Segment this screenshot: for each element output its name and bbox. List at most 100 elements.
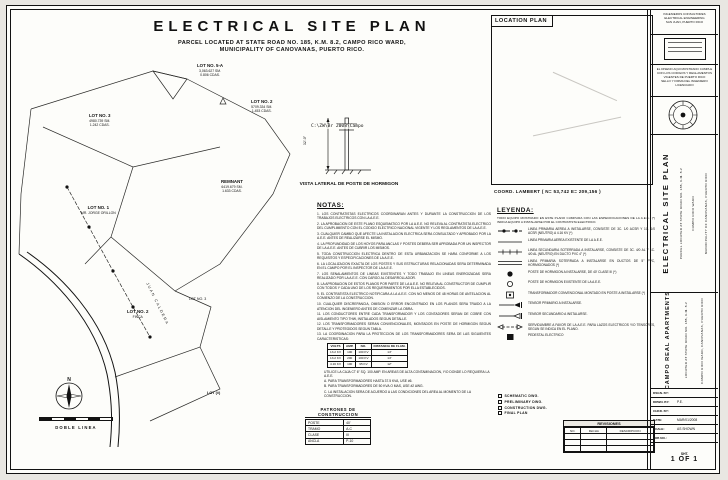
location-plan-label: LOCATION PLAN — [492, 16, 554, 27]
lot-label-hash: LOT (#) — [207, 391, 221, 395]
approval-stamp — [663, 38, 706, 60]
field-label: DSGN. BY: — [653, 391, 669, 395]
field-label: SCALE: — [653, 427, 665, 431]
notes-section: NOTAS: 1. LOS CONTRATISTAS ELECTRICOS CO… — [317, 202, 491, 399]
note-item: 6. LA LOCALIZACION EXACTA DE LOS POSTES … — [317, 262, 491, 271]
lot-label-2-finca: LOT NO. 2 FINCA — [127, 309, 149, 319]
field-value: P.E. — [677, 400, 683, 404]
legend-item: POSTE DE HORMIGON EXISTENTE DE LA A.E.E. — [497, 280, 655, 288]
lot-label-3: LOT NO. 3 4980.739 SM. 1.242 CDAS. — [89, 113, 111, 127]
scale-segment — [40, 418, 52, 420]
legend-item-text: TENSOR SECUNDARIO A INSTALARSE. — [528, 311, 588, 316]
page-subtitle-2: MUNICIPALITY OF CANOVANAS, PUERTO RICO. — [219, 47, 365, 53]
certification-line: SELLO Y FIRMA DEL INGENIERO — [661, 79, 708, 84]
location-plan-box: LOCATION PLAN — [491, 15, 653, 185]
titleblock-field-row: SCALE: AS SHOWN — [651, 425, 718, 434]
titleblock-field-row: DATE:MAR/01/2008 — [651, 416, 718, 425]
note-item: 5. TODA CONSTRUCCION ELECTRICA DENTRO DE… — [317, 252, 491, 261]
field-label: DATE: — [653, 418, 663, 422]
lot-label-5a: LOT NO. 5-A 3,063.627 SM. 0.806 CDAS. — [197, 63, 224, 77]
pole-dimension-label: 32'-0" — [303, 136, 307, 146]
lot-label-1: LOT NO. 1 MR. JORGE ORILLON — [81, 205, 116, 215]
pole-view-caption: VISTA LATERAL DE POSTE DE HORMIGON — [299, 182, 399, 187]
note-item: 10. CUALQUIER DISCREPANCIA, OMISION O ER… — [317, 302, 491, 311]
legend-item-text: LINEA PRIMARIA AEREA A INSTALARSE, CONSI… — [528, 227, 655, 236]
status-checkbox-row: FINAL PLAN — [498, 411, 568, 416]
legend-list: LINEA PRIMARIA AEREA A INSTALARSE, CONSI… — [497, 227, 655, 341]
firm-line: SAN JUAN, PUERTO RICO — [665, 20, 704, 25]
approval-stamp-area — [651, 35, 718, 65]
legend-item-text: LINEA PRIMARIA SOTERRADA A INSTALARSE EN… — [528, 259, 655, 267]
checkbox-label: PRELIMINARY DWG. — [504, 399, 543, 404]
notes-heading: NOTAS: — [317, 202, 345, 209]
titleblock-divider — [647, 9, 648, 470]
checkbox-icon — [498, 399, 502, 404]
legend-section: LEYENDA: TODO EQUIPO MOSTRADO EN ESTE PL… — [497, 207, 655, 344]
patterns-cell: P-10 — [343, 437, 371, 445]
legend-item: LINEA PRIMARIA SOTERRADA A INSTALARSE EN… — [497, 259, 655, 267]
status-checkbox-row: PRELIMINARY DWG. — [498, 399, 568, 404]
checkbox-icon — [498, 411, 502, 416]
secondary-line-new-icon — [497, 248, 525, 256]
field-label: CHKD. BY: — [653, 409, 669, 413]
patterns-cell: ANCLA — [304, 437, 345, 445]
scale-segment — [76, 418, 88, 420]
pole-existing-icon — [497, 280, 525, 288]
guy-secondary-icon — [497, 312, 525, 320]
legend-item-text: TRANSFORMADOR CONVENCIONAL MONTADO EN PO… — [528, 290, 646, 295]
revisions-cell — [606, 445, 654, 452]
titleblock-field-row: CHKD. BY: — [651, 407, 718, 416]
site-plan-drawing — [18, 70, 291, 448]
legend-item: LINEA PRIMARIA AEREA EXISTENTE DE LA A.E… — [497, 238, 655, 246]
vertical-project-sub1: LOCATED AT STATE ROAD NO. 185, K.M. 8.2 — [683, 302, 688, 379]
scale-segment — [52, 418, 64, 420]
legend-item: SERVIDUMBRE A FAVOR DE LA A.E.E. PARA LA… — [497, 323, 655, 331]
lambert-coordinates: COORD. LAMBERT ( N= 53,742 E= 209,156 ) — [494, 189, 601, 194]
note-item: 11. LOS CONDUCTORES ENTRE CADA TRANSFORM… — [317, 312, 491, 321]
sheet-title-section: ELECTRICAL SITE PLAN PARCEL LOCATED AT S… — [651, 135, 718, 293]
stamp-line — [667, 46, 702, 48]
legend-item-text: SERVIDUMBRE A FAVOR DE LA A.E.E. PARA LA… — [528, 322, 655, 331]
pedestal-icon — [497, 333, 525, 341]
note-item: 1. LOS CONTRATISTAS ELECTRICOS COORDINAR… — [317, 212, 491, 221]
legend-item-text: POSTE DE HORMIGON A INSTALARSE, DE 40' C… — [528, 269, 617, 274]
vertical-sheet-sub2: CAMPO RICO WARD — [691, 196, 696, 231]
field-label: JOB NO.: — [653, 436, 667, 440]
legend-item-text: LINEA PRIMARIA AEREA EXISTENTE DE LA A.E… — [528, 237, 603, 242]
checkbox-label: FINAL PLAN — [504, 411, 528, 416]
status-checkbox-row: CONSTRUCTION DWG. — [498, 405, 568, 410]
checkbox-label: CONSTRUCTION DWG. — [504, 405, 548, 410]
patterns-heading: PATRONES DE CONSTRUCCION — [305, 407, 371, 418]
note-item: 9. EL CONTRATISTA ELECTRICO NOTIFICARA A… — [317, 292, 491, 301]
legend-item: LINEA SECUNDARIA SOTERRADA A INSTALARSE,… — [497, 248, 655, 256]
vertical-project-name: CAMPO REAL APARTMENTS — [664, 293, 671, 389]
page-subtitle-1: PARCEL LOCATED AT STATE ROAD NO. 185, K.… — [177, 40, 407, 46]
sheet-number-label: SHT. — [680, 452, 689, 456]
revisions-title: REVISIONES — [564, 421, 654, 427]
note-footnote: A. PARA TRANSFORMADORES HASTA 37.5 KVA, … — [324, 379, 413, 384]
legend-item: TENSOR SECUNDARIO A INSTALARSE. — [497, 312, 655, 320]
legend-item: PEDESTAL ELECTRICO — [497, 333, 655, 341]
page-title: ELECTRICAL SITE PLAN — [153, 18, 431, 35]
legend-item-text: LINEA SECUNDARIA SOTERRADA A INSTALARSE,… — [528, 248, 655, 257]
drawing-status-checkboxes: SCHEMATIC DWG.PRELIMINARY DWG.CONSTRUCTI… — [498, 394, 568, 417]
stamp-line — [667, 41, 702, 44]
pole-new-icon — [497, 270, 525, 278]
firm-line: ELECTRICAL ENGINEERING — [664, 16, 705, 21]
legend-item: TRANSFORMADOR CONVENCIONAL MONTADO EN PO… — [497, 291, 655, 299]
note-item: 12. LOS TRANSFORMADORES SERAN CONVENCION… — [317, 322, 491, 331]
primary-line-existing-icon — [497, 238, 525, 246]
revisions-cell — [563, 445, 582, 452]
legend-item-text: TENSOR PRIMARIO A INSTALARSE. — [528, 301, 582, 306]
scale-segment — [64, 418, 76, 420]
legend-heading: LEYENDA: — [497, 207, 534, 214]
sheet-number-area: SHT. 1 OF 1 — [651, 443, 718, 472]
field-value: AS SHOWN — [677, 427, 695, 431]
